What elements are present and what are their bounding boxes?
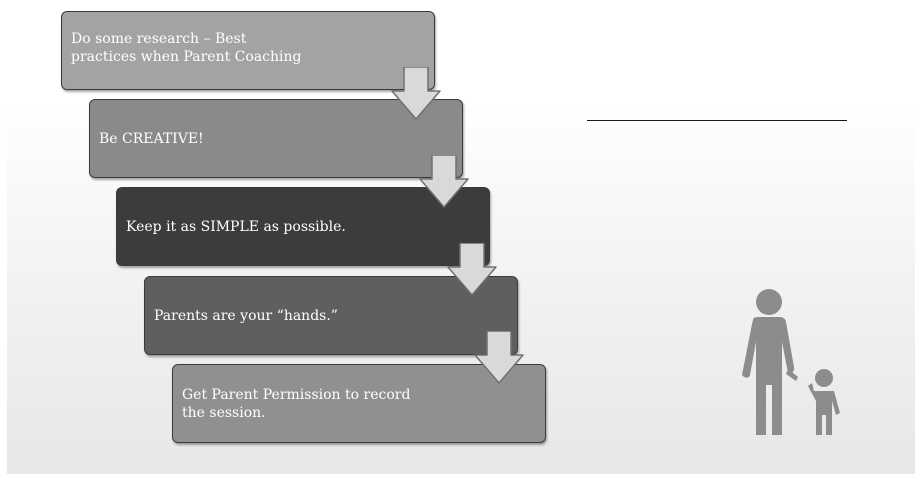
down-arrow-icon — [474, 331, 524, 384]
down-arrow-icon — [447, 243, 497, 296]
step-3-box: Keep it as SIMPLE as possible. — [116, 187, 490, 266]
step-5-box: Get Parent Permission to record the sess… — [172, 364, 546, 443]
down-arrow-icon — [391, 67, 441, 120]
title-underline — [587, 120, 847, 121]
parent-and-child-icon — [742, 289, 840, 435]
step-2-box: Be CREATIVE! — [89, 99, 463, 178]
step-1-box: Do some research – Best practices when P… — [61, 11, 435, 90]
step-4-box: Parents are your “hands.” — [144, 276, 518, 355]
down-arrow-icon — [419, 155, 469, 208]
